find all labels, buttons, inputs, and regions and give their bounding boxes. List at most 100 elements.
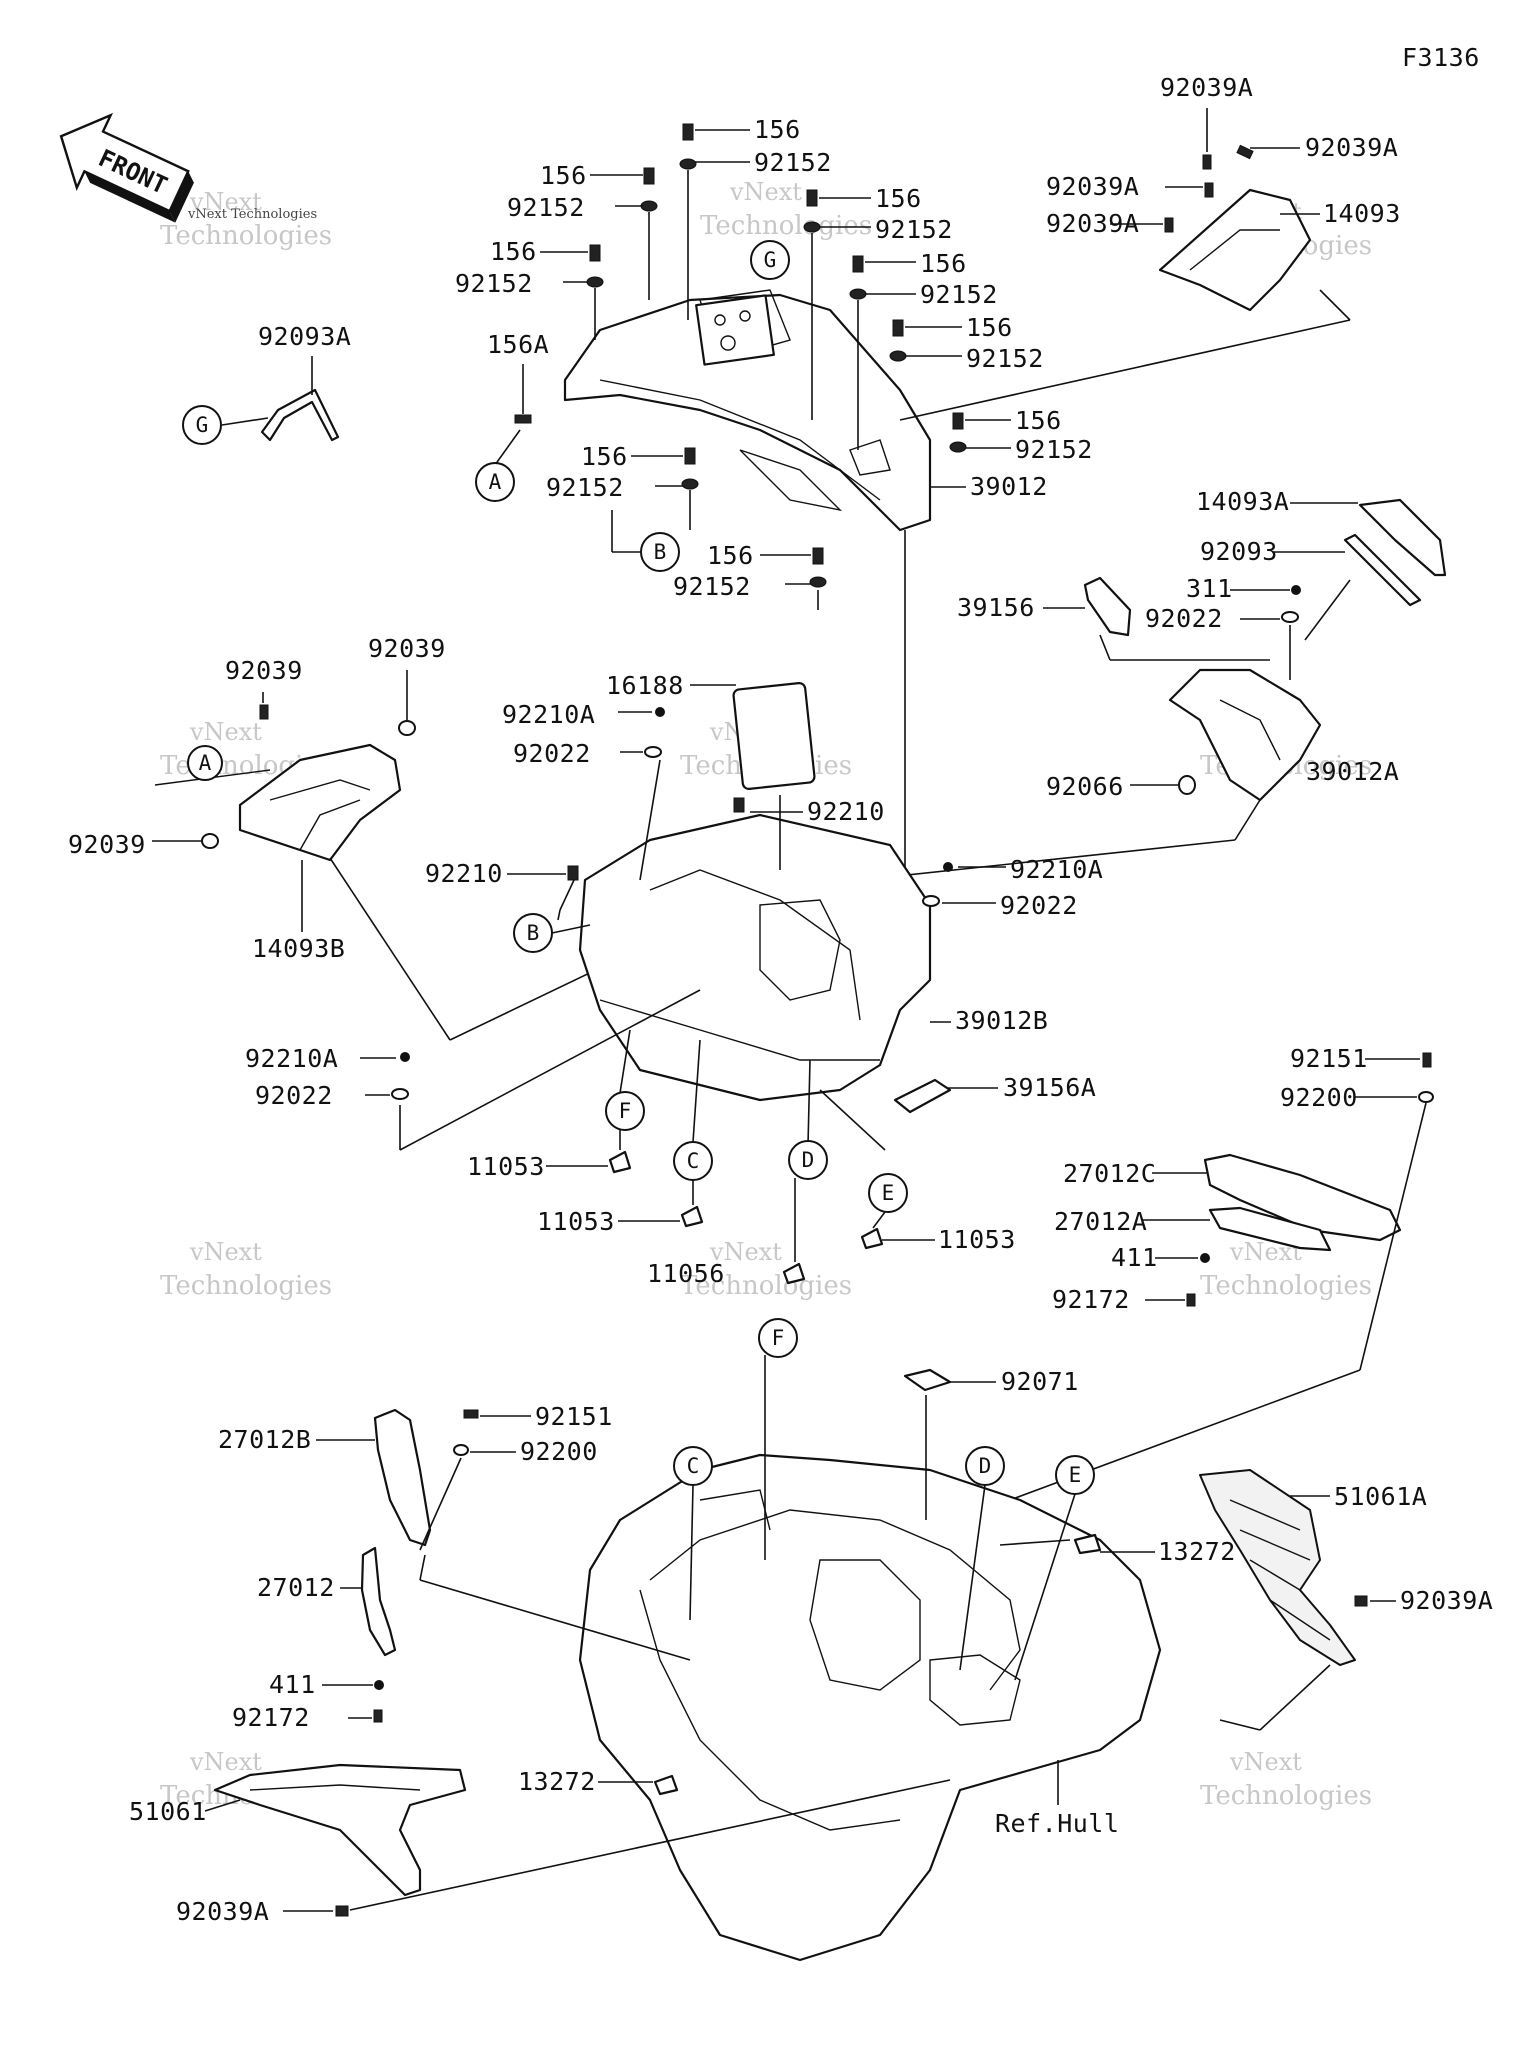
svg-text:vNext: vNext bbox=[709, 1238, 782, 1266]
label-92093: 92093 bbox=[1200, 537, 1278, 566]
label-39012: 39012 bbox=[970, 472, 1048, 501]
callout-D: D bbox=[965, 1446, 1005, 1486]
label-411: 411 bbox=[269, 1670, 316, 1699]
label-92210A: 92210A bbox=[1010, 855, 1103, 884]
svg-text:Technologies: Technologies bbox=[1200, 1781, 1372, 1811]
callout-G: G bbox=[750, 240, 790, 280]
leaders-hull bbox=[598, 1355, 1155, 1805]
callout-G: G bbox=[182, 405, 222, 445]
label-92152: 92152 bbox=[507, 193, 585, 222]
label-92172: 92172 bbox=[232, 1703, 310, 1732]
label-92152: 92152 bbox=[1015, 435, 1093, 464]
label-92039A: 92039A bbox=[1046, 172, 1139, 201]
label-14093: 14093 bbox=[1323, 199, 1401, 228]
svg-text:E: E bbox=[882, 1181, 895, 1205]
svg-text:D: D bbox=[979, 1454, 992, 1478]
callout-B: B bbox=[513, 913, 553, 953]
svg-text:Technologies: Technologies bbox=[700, 211, 872, 241]
label-156: 156 bbox=[875, 184, 922, 213]
label-13272: 13272 bbox=[1158, 1537, 1236, 1566]
label-92200: 92200 bbox=[520, 1437, 598, 1466]
label-92039: 92039 bbox=[368, 634, 446, 663]
callout-C: C bbox=[673, 1446, 713, 1486]
tray-fasteners bbox=[391, 707, 953, 1100]
cover-39012A-part bbox=[1168, 668, 1322, 802]
leaders-27012B bbox=[316, 1415, 691, 1719]
label-11053: 11053 bbox=[467, 1152, 545, 1181]
label-92152: 92152 bbox=[920, 280, 998, 309]
label-92039A: 92039A bbox=[1400, 1586, 1493, 1615]
label-156: 156 bbox=[754, 115, 801, 144]
pad-39156A-part bbox=[893, 1078, 952, 1114]
svg-text:B: B bbox=[527, 921, 540, 945]
callout-C: C bbox=[673, 1141, 713, 1181]
leaders-51061A bbox=[1219, 1495, 1396, 1731]
label-156: 156 bbox=[581, 442, 628, 471]
cover-14093B-part bbox=[238, 743, 402, 862]
pad-39156-part bbox=[1083, 576, 1132, 637]
label-92151: 92151 bbox=[1290, 1044, 1368, 1073]
nuts-row bbox=[608, 1150, 884, 1285]
bracket-92093A-part bbox=[260, 388, 340, 442]
label-92039A: 92039A bbox=[1305, 133, 1398, 162]
label-ref-hull: Ref.Hull bbox=[995, 1809, 1119, 1838]
label-156: 156 bbox=[966, 313, 1013, 342]
label-92210: 92210 bbox=[807, 797, 885, 826]
bracket-27012B-part bbox=[373, 1408, 432, 1547]
cover-14093A-part bbox=[1358, 498, 1447, 577]
upper-fasteners bbox=[514, 123, 967, 588]
grille-51061A-part bbox=[1199, 1469, 1356, 1666]
label-92152: 92152 bbox=[875, 215, 953, 244]
washer-92022 bbox=[1281, 611, 1299, 623]
label-156: 156 bbox=[540, 161, 587, 190]
upper-cover-part bbox=[563, 289, 932, 532]
label-92071: 92071 bbox=[1001, 1367, 1079, 1396]
callout-E: E bbox=[1055, 1455, 1095, 1495]
callout-D: D bbox=[788, 1140, 828, 1180]
svg-text:vNext: vNext bbox=[189, 718, 262, 746]
label-92039: 92039 bbox=[68, 830, 146, 859]
svg-text:C: C bbox=[687, 1149, 700, 1173]
label-92066: 92066 bbox=[1046, 772, 1124, 801]
label-39156A: 39156A bbox=[1003, 1073, 1096, 1102]
label-92152: 92152 bbox=[455, 269, 533, 298]
label-92152: 92152 bbox=[673, 572, 751, 601]
svg-text:vNext: vNext bbox=[729, 178, 802, 206]
label-27012C: 27012C bbox=[1063, 1159, 1156, 1188]
bracket-27012-part bbox=[360, 1546, 397, 1657]
label-92022: 92022 bbox=[255, 1081, 333, 1110]
bracket-27012A-part bbox=[1208, 1206, 1332, 1252]
svg-text:A: A bbox=[199, 751, 212, 775]
svg-text:E: E bbox=[1069, 1463, 1082, 1487]
svg-text:Technologies: Technologies bbox=[160, 221, 332, 251]
label-14093B: 14093B bbox=[252, 934, 345, 963]
label-27012A: 27012A bbox=[1054, 1207, 1147, 1236]
box-16188 bbox=[732, 682, 816, 790]
label-92039: 92039 bbox=[225, 656, 303, 685]
label-92210: 92210 bbox=[425, 859, 503, 888]
label-92022: 92022 bbox=[1000, 891, 1078, 920]
svg-text:A: A bbox=[489, 470, 502, 494]
svg-text:Technologies: Technologies bbox=[1200, 1271, 1372, 1301]
tray-39012B-part bbox=[578, 682, 932, 1102]
callout-A: A bbox=[187, 745, 223, 781]
callout-B: B bbox=[640, 532, 680, 572]
screws-92039 bbox=[201, 704, 416, 849]
label-92210A: 92210A bbox=[245, 1044, 338, 1073]
screws-92039A bbox=[1164, 144, 1254, 233]
leader bbox=[551, 924, 591, 934]
label-39012A: 39012A bbox=[1306, 757, 1399, 786]
label-11053: 11053 bbox=[938, 1225, 1016, 1254]
fasteners-right bbox=[1186, 1052, 1434, 1307]
label-16188: 16188 bbox=[606, 671, 684, 700]
callout-F: F bbox=[605, 1091, 645, 1131]
cover-14093-part bbox=[1158, 188, 1312, 312]
label-92022: 92022 bbox=[1145, 604, 1223, 633]
label-156: 156 bbox=[490, 237, 537, 266]
svg-text:Technologies: Technologies bbox=[680, 1271, 852, 1301]
leaders-nuts bbox=[546, 1029, 935, 1262]
label-27012B: 27012B bbox=[218, 1425, 311, 1454]
screw-92039A bbox=[335, 1905, 349, 1917]
label-156A: 156A bbox=[487, 330, 549, 359]
